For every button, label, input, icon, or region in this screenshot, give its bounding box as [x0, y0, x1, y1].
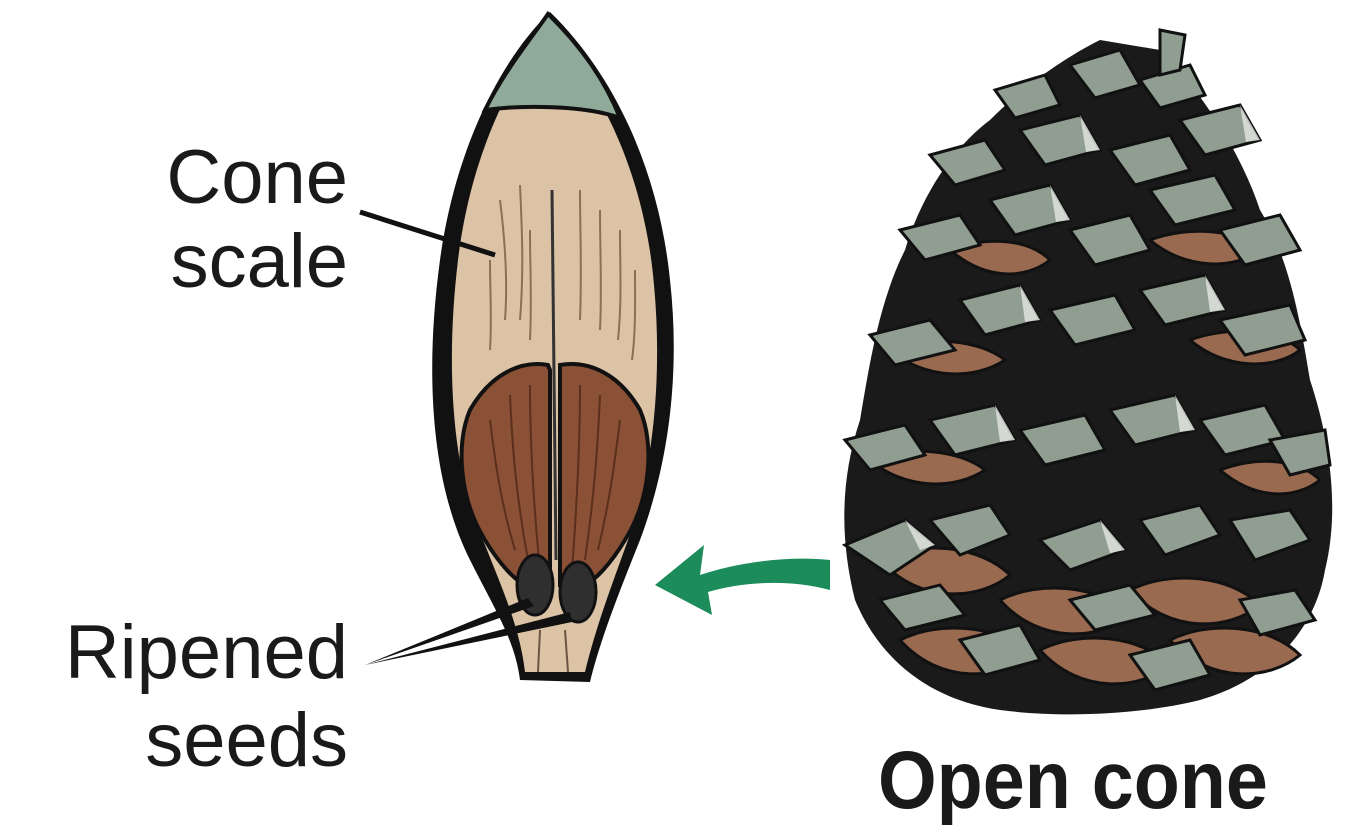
- arrow-icon: [655, 545, 830, 615]
- open-cone-illustration: [844, 30, 1332, 714]
- ripened-seeds-label-line1: Ripened: [65, 615, 348, 691]
- cone-scale: [432, 12, 674, 682]
- ripened-seeds-label-line2: seeds: [65, 703, 348, 779]
- cone-scale-label: Cone scale: [166, 140, 348, 300]
- cone-scale-label-line2: scale: [166, 224, 348, 300]
- open-cone-label: Open cone: [878, 740, 1268, 822]
- cone-scale-label-line1: Cone: [166, 140, 348, 216]
- ripened-seeds-label: Ripened seeds: [65, 615, 348, 779]
